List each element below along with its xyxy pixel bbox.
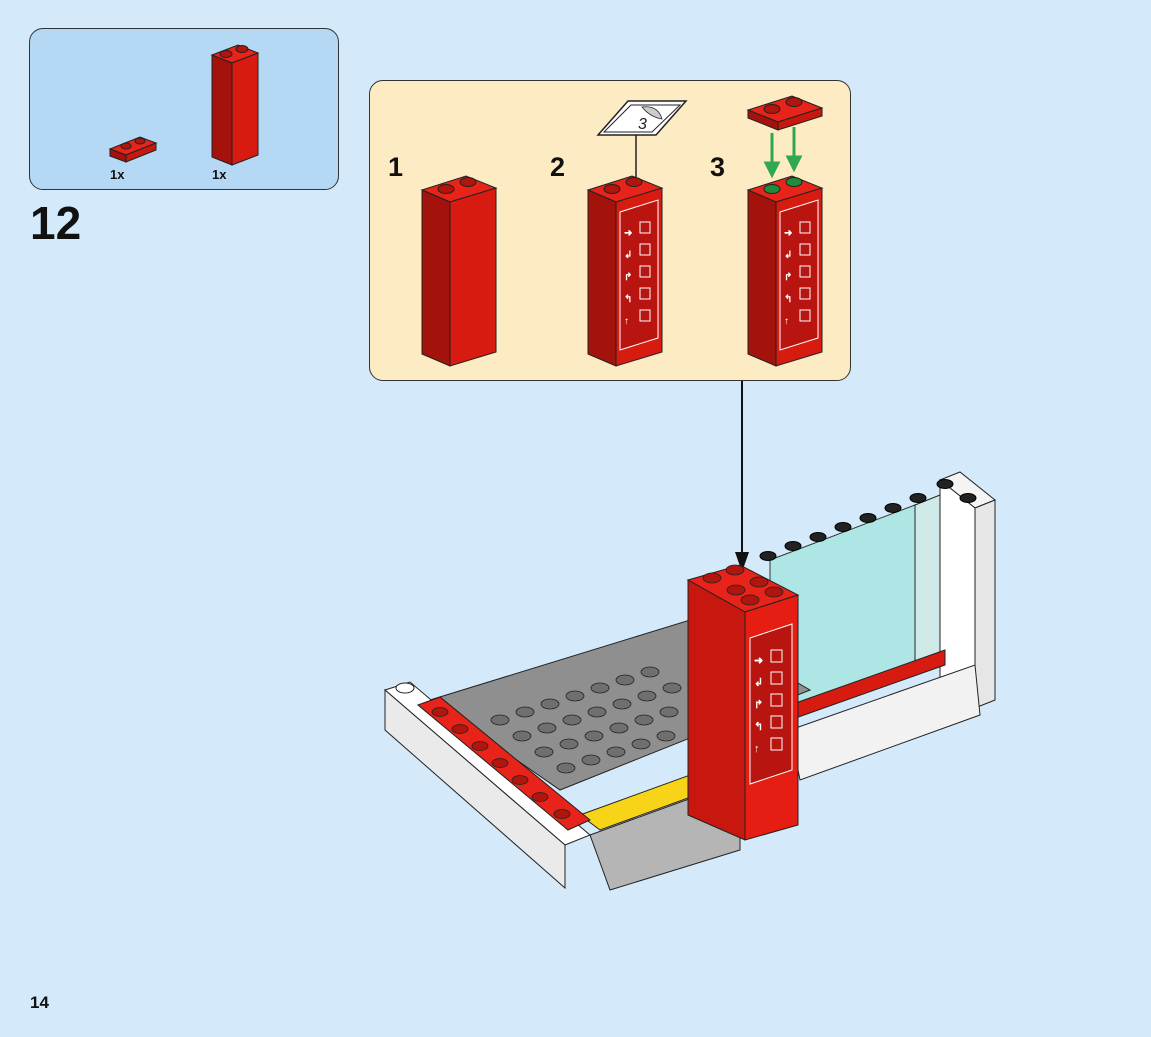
part-quantity: 1x — [212, 167, 227, 182]
placement-arrow-head — [735, 552, 749, 572]
svg-text:↑: ↑ — [624, 316, 629, 327]
red-brick-plain — [420, 175, 498, 367]
substep-number: 1 — [388, 152, 404, 182]
red-plate-1x2-part — [108, 136, 158, 163]
page-number: 14 — [30, 993, 49, 1012]
red-brick-1x2x5-part — [210, 44, 260, 166]
step-number: 12 — [30, 197, 82, 249]
sticker-number: 3 — [638, 116, 647, 133]
svg-text:↲: ↲ — [624, 250, 632, 261]
svg-text:↲: ↲ — [754, 677, 763, 689]
svg-text:↱: ↱ — [624, 272, 632, 283]
svg-text:↰: ↰ — [784, 294, 792, 305]
red-brick-with-sign-step3: ➜ ↲ ↱ ↰ ↑ — [746, 175, 824, 367]
green-placement-arrows — [763, 127, 803, 179]
red-pillar-with-sign: ➜ ↲ ↱ ↰ ↑ — [686, 564, 800, 841]
red-brick-with-sign: ➜ ↲ ↱ ↰ ↑ — [586, 175, 664, 367]
grey-ramp — [589, 794, 741, 891]
svg-text:↑: ↑ — [784, 316, 789, 327]
svg-text:➜: ➜ — [754, 655, 763, 667]
red-plate-on-top — [746, 95, 824, 131]
svg-text:↰: ↰ — [624, 294, 632, 305]
parts-list-illustration — [108, 44, 260, 166]
yellow-stripe — [578, 774, 712, 831]
callout-illustration: 3 ➜ ↲ ↱ ↰ ↑ — [420, 95, 824, 367]
svg-text:➜: ➜ — [784, 228, 792, 239]
svg-text:↱: ↱ — [754, 699, 763, 711]
sub-assembly-callout: 1 2 3 3 ➜ ↲ — [369, 80, 851, 381]
svg-text:➜: ➜ — [624, 228, 632, 239]
svg-text:↱: ↱ — [784, 272, 792, 283]
red-plate-row — [417, 696, 591, 831]
glass-window — [769, 504, 916, 721]
substep-number: 2 — [550, 152, 566, 182]
svg-text:↰: ↰ — [754, 721, 763, 733]
svg-text:↲: ↲ — [784, 250, 792, 261]
substep-number: 3 — [710, 152, 726, 182]
svg-text:↑: ↑ — [754, 743, 760, 755]
parts-list-box: 1x 1x — [29, 28, 339, 190]
part-quantity: 1x — [110, 167, 125, 182]
grey-baseplate — [428, 619, 812, 791]
